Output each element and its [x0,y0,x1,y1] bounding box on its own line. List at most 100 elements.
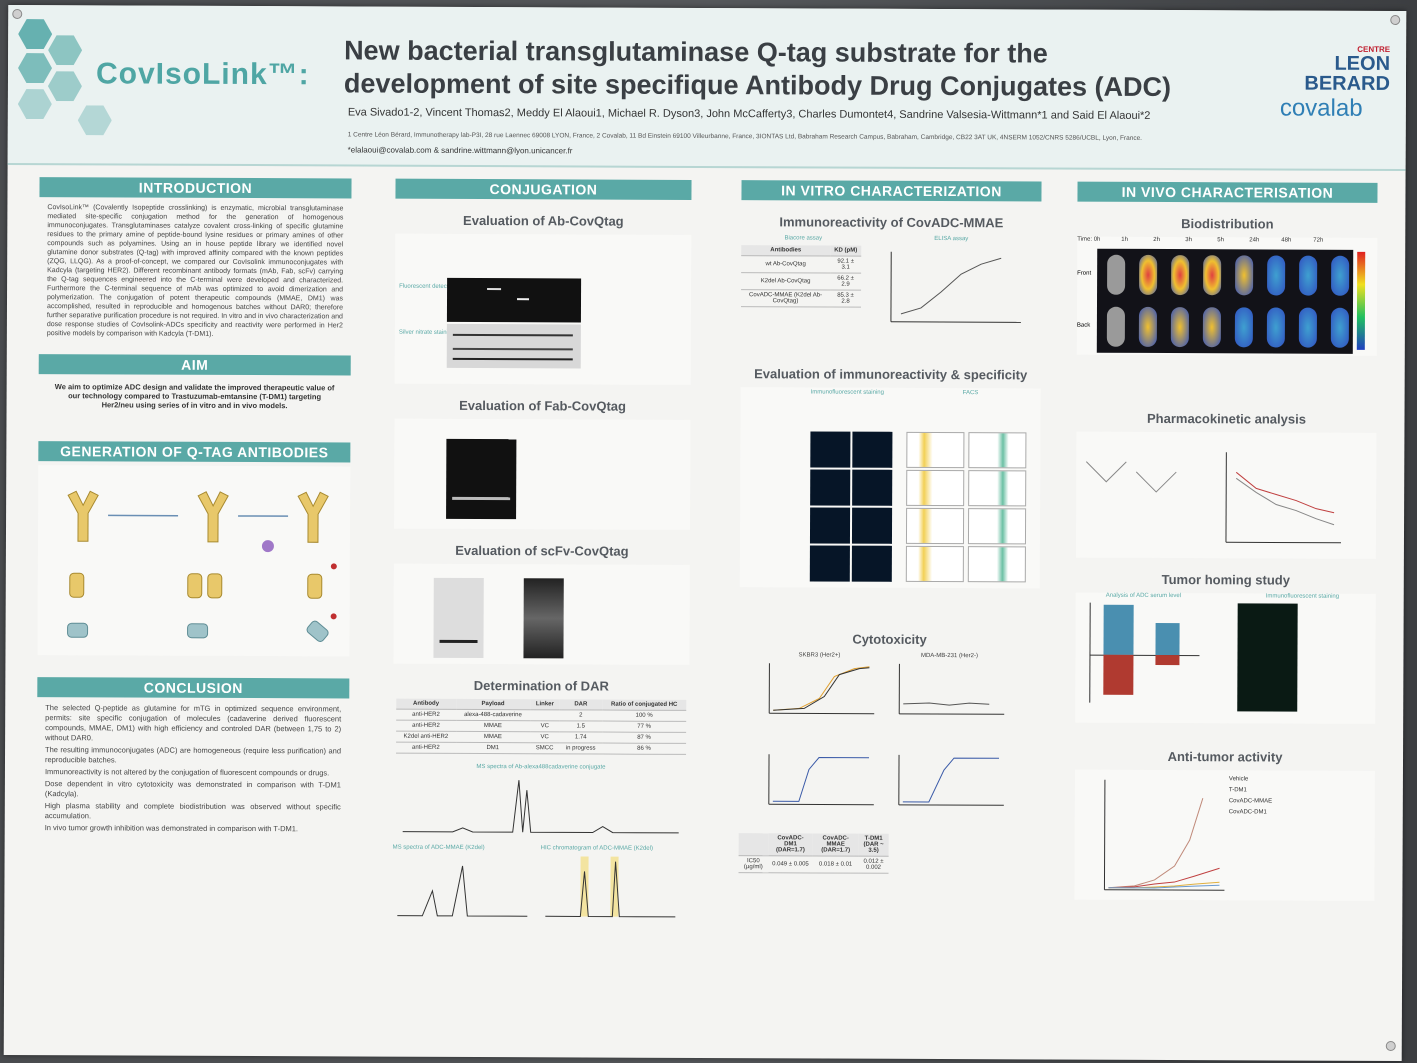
covalab-logo: covalab [1279,94,1363,122]
logo-leon-text: LEON [1334,52,1391,75]
conclusion-heading: CONCLUSION [37,677,350,699]
fluorescent-gel [446,277,582,323]
homing-if-label: Immunofluorescent staining [1265,593,1340,600]
if-image [852,469,893,506]
hic-panel: HIC chromatogram of ADC-MMAE (K2del) [540,845,680,927]
homing-bar [1155,622,1180,656]
facs-histogram [906,431,965,469]
ms-spectrum-plot [402,780,679,834]
table-cell: 85.3 ± 2.8 [829,290,862,308]
biodistribution-title: Biodistribution [1181,216,1274,232]
column-introduction: INTRODUCTION CovIsoLink™ (Covalently Iso… [37,177,352,840]
authors: Eva Sivado1-2, Vincent Thomas2, Meddy El… [347,106,1151,122]
time-label: 72h [1313,237,1324,244]
table-cell: anti-HER2 [396,720,456,732]
introduction-text: CovIsoLink™ (Covalently Isopeptide cross… [46,204,344,338]
brand-name: CovIsoLink™: [95,57,310,92]
skbr3-panel: SKBR3 (Her2+) [759,652,879,724]
poster-title: New bacterial transglutaminase Q-tag sub… [344,34,1274,104]
title-line-2: development of site specifique Antibody … [343,68,1172,103]
biodistribution-figure: Time: 0h 1h 2h 3h 5h 24h 48h 72h Front B… [1076,236,1378,356]
table-cell: IC50 (µg/ml) [738,855,769,873]
scfv-covqtag-title: Evaluation of scFv-CovQtag [455,542,629,559]
push-pin [12,8,23,20]
time-label: 3h [1185,237,1192,244]
pharmacokinetic-figure [1075,431,1377,559]
specificity-title: Evaluation of immunoreactivity & specifi… [754,366,1028,383]
ms-adc-panel: MS spectra of ADC-MMAE (K2del) [392,845,532,927]
table-cell: 0.018 ± 0.01 [812,855,859,874]
time-label: 48h [1281,237,1292,244]
time-label: 5h [1217,237,1224,244]
dar-table: Antibody Payload Linker DAR Ratio of con… [396,698,687,755]
poster-header: CovIsoLink™: New bacterial transglutamin… [7,4,1407,172]
conclusion-item: Dose dependent in vitro cytotoxicity was… [44,779,341,799]
conclusion-item: The resulting immunoconjugates (ADC) are… [44,745,342,765]
time-label: 2h [1153,236,1160,243]
scfv-gel-figure [393,563,690,665]
table-cell: anti-HER2 [396,709,456,721]
table-cell: 86 % [601,743,687,755]
if-image [810,431,851,468]
generation-heading: GENERATION OF Q-TAG ANTIBODIES [38,441,351,463]
facs-histogram [906,469,965,507]
compound-curve-2 [898,754,1004,806]
legend-item: Vehicle [1228,776,1249,783]
leon-berard-logo: CENTRE LEON BERARD [1270,44,1391,95]
table-cell: 2 [559,709,603,722]
table-cell: 100 % [602,710,687,722]
table-header: DAR [559,699,603,711]
compound-curve-1 [768,754,874,806]
mda-panel: MDA-MB-231 (Her2-) [889,653,1009,725]
scientific-poster: CovIsoLink™: New bacterial transglutamin… [3,4,1407,1062]
facs-histogram [905,545,964,583]
legend-item: CovADC-MMAE [1228,798,1273,805]
facs-histogram [967,546,1026,583]
table-header [738,833,769,856]
biacore-label: Biacore assay [784,235,823,242]
table-cell: 1.74 [559,731,603,744]
contact-email: *elalaoui@covalab.com & sandrine.wittman… [347,145,573,156]
if-image [851,545,892,582]
table-cell: anti-HER2 [396,742,456,754]
ab-covqtag-title: Evaluation of Ab-CovQtag [463,212,624,229]
hexagon-decoration [18,53,52,83]
facs-histogram [968,432,1027,469]
qtag-antibodies-diagram [37,465,351,657]
if-image [810,469,851,506]
title-line-1: New bacterial transglutaminase Q-tag sub… [344,35,1048,69]
table-header: KD (pM) [830,245,862,257]
table-header: Antibodies [741,245,831,257]
legend-item: CovADC-DM1 [1228,809,1267,816]
table-header: Antibody [396,698,456,710]
time-labels: Time: 0h 1h 2h 3h 5h 24h 48h 72h [1077,237,1377,244]
table-cell [530,709,560,721]
table-cell: DM1 [455,742,530,754]
ms-adc-plot [397,865,528,917]
facs-histogram [905,507,965,545]
hic-plot [545,856,676,918]
immunoreactivity-title: Immunoreactivity of CovADC-MMAE [779,214,1004,231]
conclusion-item: High plasma stability and complete biodi… [44,801,341,821]
column-conjugation: CONJUGATION Evaluation of Ab-CovQtag Flu… [392,178,692,927]
facs-histogram [968,470,1027,507]
table-cell: 0.049 ± 0.005 [768,855,813,873]
hexagon-decoration [48,35,82,65]
tumor-homing-title: Tumor homing study [1161,571,1290,588]
scfv-fluorescent-gel [523,578,564,659]
push-pin [1390,14,1401,26]
table-header: Payload [455,698,531,710]
table-cell: in progress [559,742,602,755]
time-label: 1h [1121,236,1128,243]
affiliations: 1 Centre Léon Bérard, Immunotherapy lab-… [347,131,1143,142]
elisa-panel: ELISA assay [871,236,1031,338]
pk-chart [1085,452,1341,544]
hexagon-decoration [18,19,52,49]
push-pin [1385,1040,1396,1052]
homing-bar [1155,654,1180,666]
pharmacokinetic-title: Pharmacokinetic analysis [1146,410,1307,427]
